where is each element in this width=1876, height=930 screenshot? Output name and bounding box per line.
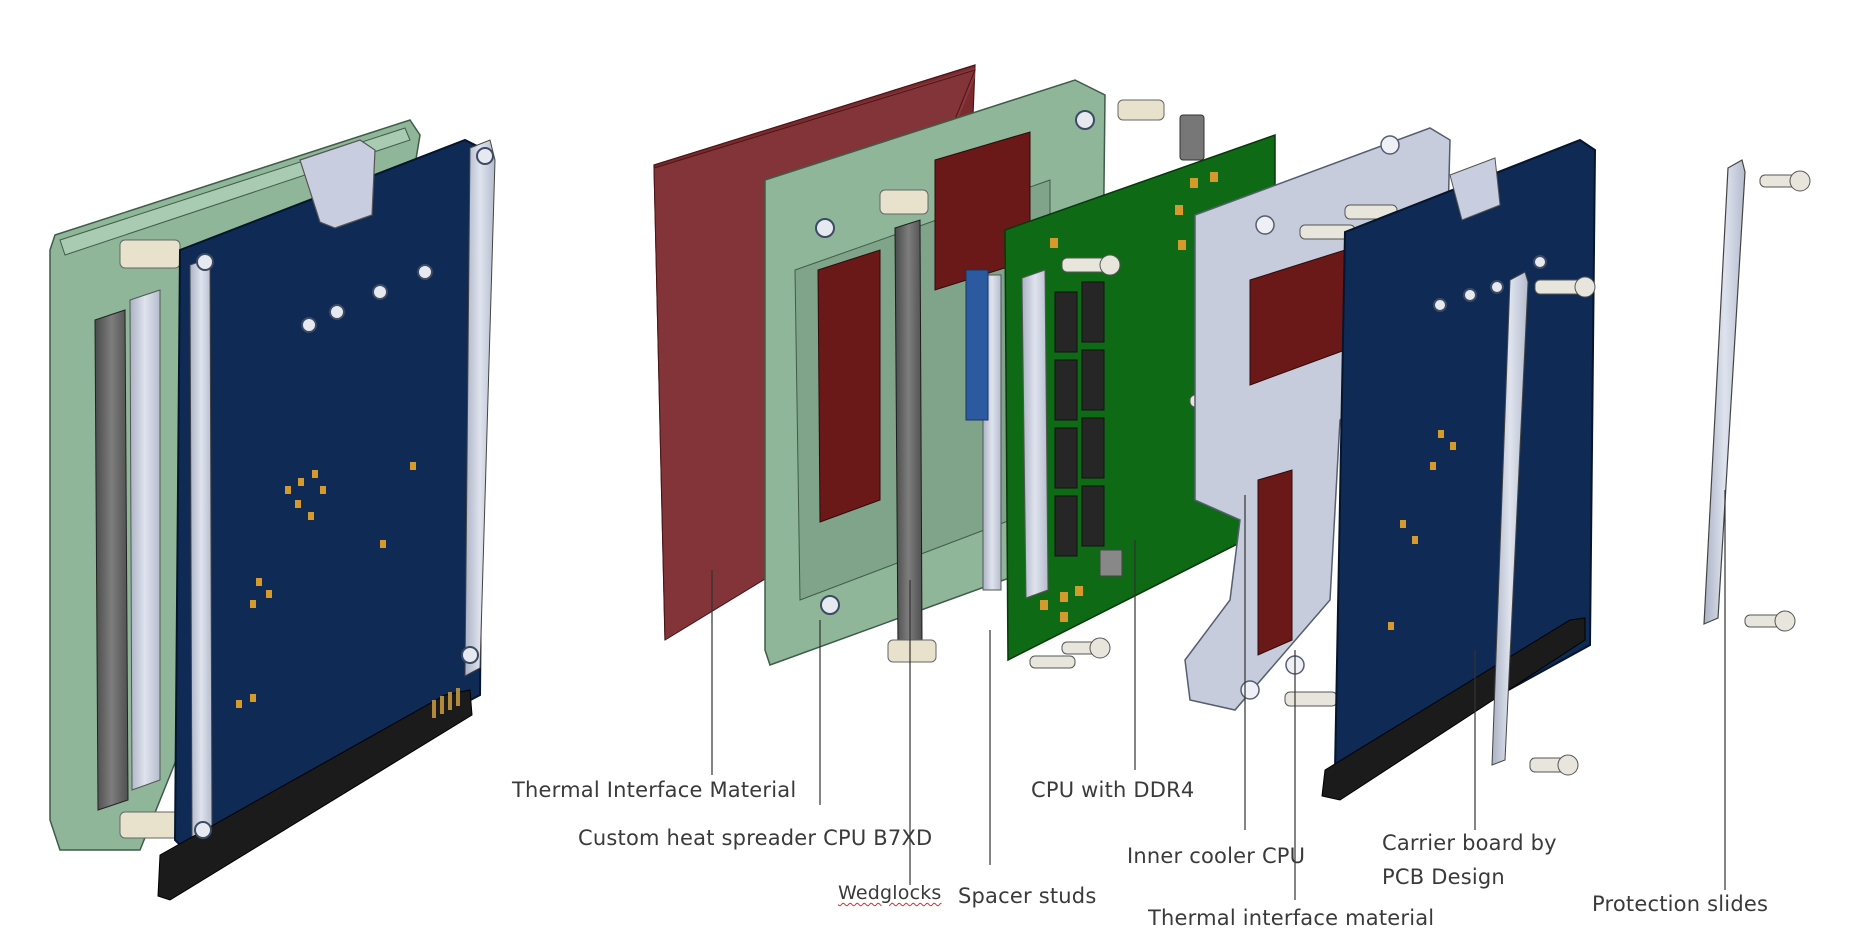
assembled-top-connector [299,139,376,229]
assembled-protection-slide [464,139,496,677]
wedglock-part [879,189,937,663]
assembled-standoff-bottom [119,811,181,839]
carrier-connector [1321,617,1586,801]
assembled-components [236,462,416,708]
assembled-bottom-connector [157,689,473,901]
assembled-module [49,119,496,901]
label-cpu-ddr4: CPU with DDR4 [1031,778,1195,802]
assembled-protection-slide-left [189,257,213,843]
assembled-carrier-board [173,138,487,852]
carrier-board-part [1321,138,1597,801]
label-custom-heat-spreader: Custom heat spreader CPU B7XD [578,826,933,850]
assembled-standoff-top [119,239,181,269]
label-carrier-board-line1: Carrier board by [1382,831,1557,855]
assembled-wedglock [94,309,129,811]
assembled-pins [432,688,460,718]
label-wedglocks: Wedglocks [838,882,942,904]
ddr4-memory-chips [1054,281,1105,557]
label-inner-cooler: Inner cooler CPU [1127,844,1306,868]
carrier-protection-slide [1491,271,1529,766]
label-carrier-board: Carrier board by PCB Design [1382,826,1557,894]
leader-lines [711,490,1726,900]
thermal-interface-lower-pad [1257,469,1293,656]
label-thermal-interface-lower: Thermal interface material [1148,906,1435,930]
assembled-metal-rail [129,289,161,791]
label-thermal-interface-material: Thermal Interface Material [512,778,797,802]
label-protection-slides: Protection slides [1592,892,1769,916]
assembled-holes [194,147,494,839]
spacer-studs [965,99,1205,591]
heat-spreader-pad-left [817,249,881,523]
protection-slide-part [1703,159,1811,632]
label-spacer-studs: Spacer studs [958,884,1097,908]
ddr4-slot [1021,269,1049,599]
label-carrier-board-line2: PCB Design [1382,865,1505,889]
